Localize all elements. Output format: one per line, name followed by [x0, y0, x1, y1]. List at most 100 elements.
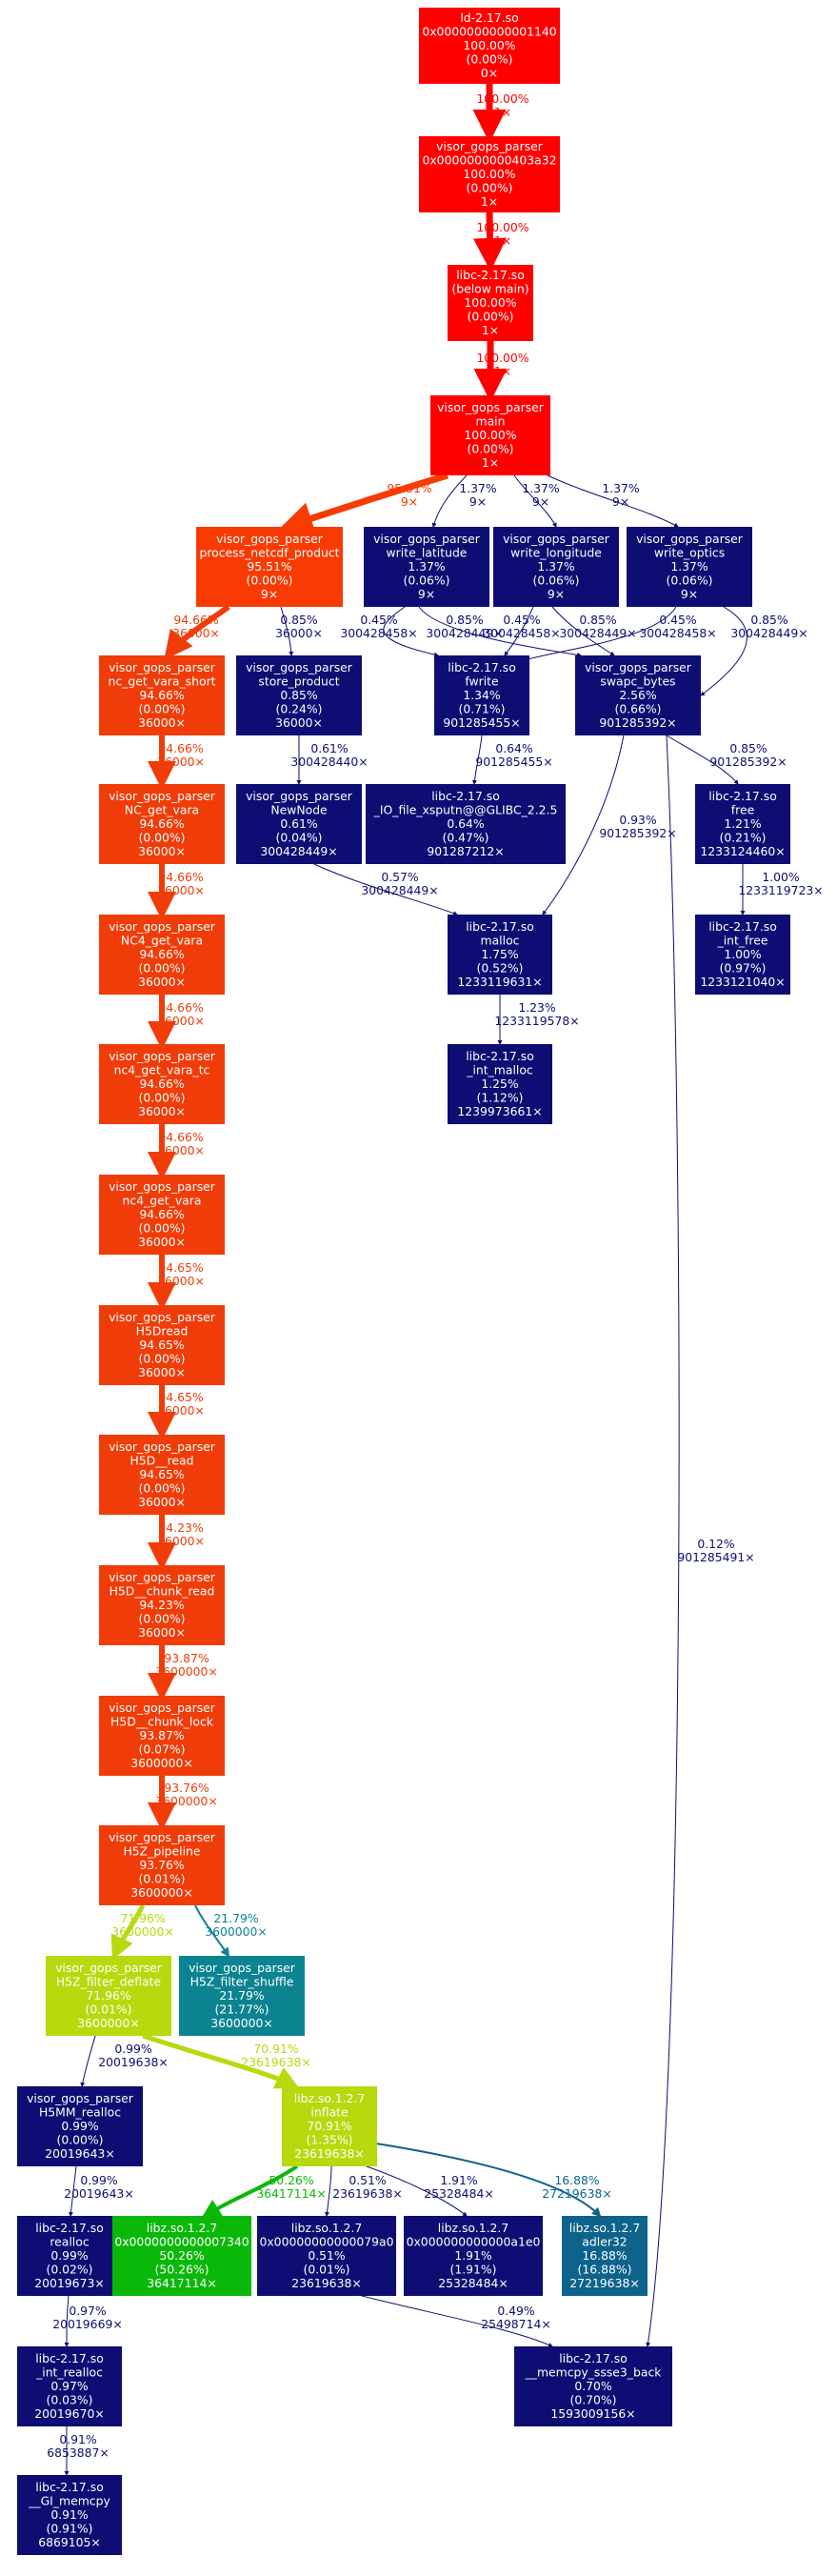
node-label-line: _int_free: [717, 933, 768, 947]
edge-label-line: 93.76%: [164, 1781, 209, 1795]
edge-label-line: 0.45%: [659, 613, 697, 627]
node-box: [419, 136, 560, 212]
node-label-line: (0.00%): [138, 830, 185, 844]
node-label-line: visor_gops_parser: [109, 919, 216, 934]
node-label-line: (0.00%): [138, 701, 185, 715]
edge-label-line: 1×: [494, 233, 511, 248]
edge-label-line: 94.66%: [158, 1130, 203, 1144]
node-label-line: libc-2.17.so: [35, 2351, 104, 2365]
edge-label: 0.49%25498714×: [481, 2304, 550, 2331]
node-label-line: realloc: [50, 2234, 90, 2248]
node-label-line: 2.56%: [619, 688, 657, 702]
node-ioxsputn[interactable]: libc-2.17.so_IO_file_xsputn@@GLIBC_2.2.5…: [366, 784, 566, 864]
node-label-line: (0.01%): [303, 2262, 349, 2276]
edge-label: 93.76%3600000×: [155, 1781, 218, 1808]
node-label-line: (0.66%): [614, 701, 661, 715]
node-label-line: 94.65%: [139, 1467, 184, 1481]
node-label-line: (0.00%): [467, 309, 513, 323]
edge-line: [361, 2295, 553, 2347]
edge-label-line: 1×: [494, 105, 511, 119]
node-label-line: 21.79%: [219, 1988, 264, 2002]
node-label-line: ld-2.17.so: [460, 10, 518, 25]
node-label-line: (0.47%): [442, 830, 488, 844]
edge-label-line: 901285392×: [709, 755, 787, 769]
node-label-line: 0x000000000000a1e0: [407, 2234, 541, 2248]
node-label-line: 36000×: [138, 975, 186, 989]
node-label-line: 93.76%: [139, 1858, 184, 1872]
node-label-line: H5Z_filter_shuffle: [190, 1974, 294, 1988]
node-label-line: NC4_get_vara: [121, 933, 203, 947]
edge-n_wlat-to-n_fwrite: 0.45%300428458×: [340, 606, 439, 657]
node-label-line: (0.00%): [467, 441, 513, 455]
node-label-line: visor_gops_parser: [636, 532, 744, 546]
node-label-line: libc-2.17.so: [448, 660, 516, 674]
node-label-line: visor_gops_parser: [503, 532, 610, 546]
node-label-line: 1233119631×: [457, 975, 542, 989]
node-label-line: __memcpy_ssse3_back: [525, 2365, 663, 2379]
edge-n_pnp-to-n_store: 0.85%36000×: [275, 606, 323, 656]
edge-n_wopt-to-n_fwrite: 0.45%300428458×: [523, 606, 717, 662]
node-label-line: visor_gops_parser: [55, 1961, 163, 1975]
edge-label-line: 95.51%: [387, 481, 431, 495]
edge-label-line: 6853887×: [47, 2445, 110, 2460]
node-label-line: visor_gops_parser: [437, 400, 545, 414]
node-box: [562, 2216, 648, 2296]
node-label-line: (0.00%): [138, 1090, 185, 1104]
edge-label-line: 70.91%: [253, 2042, 298, 2056]
edge-label-line: 9×: [612, 494, 629, 509]
edge-label: 0.85%36000×: [275, 613, 323, 640]
node-label-line: swapc_bytes: [600, 674, 675, 688]
node-label-line: H5Z_pipeline: [123, 1843, 200, 1858]
node-label-line: 36000×: [138, 1625, 186, 1640]
edge-label: 94.66%36000×: [172, 613, 220, 640]
edge-label: 70.91%23619638×: [241, 2042, 310, 2069]
edge-label-line: 94.66%: [158, 1000, 203, 1015]
edge-n_main-to-n_wopt: 1.37%9×: [547, 474, 679, 528]
node-box: [448, 265, 533, 341]
node-label-line: 1593009156×: [550, 2406, 635, 2421]
node-libc_main[interactable]: libc-2.17.so(below main)100.00%(0.00%)1×: [448, 265, 533, 341]
node-label-line: 70.91%: [307, 2119, 351, 2133]
